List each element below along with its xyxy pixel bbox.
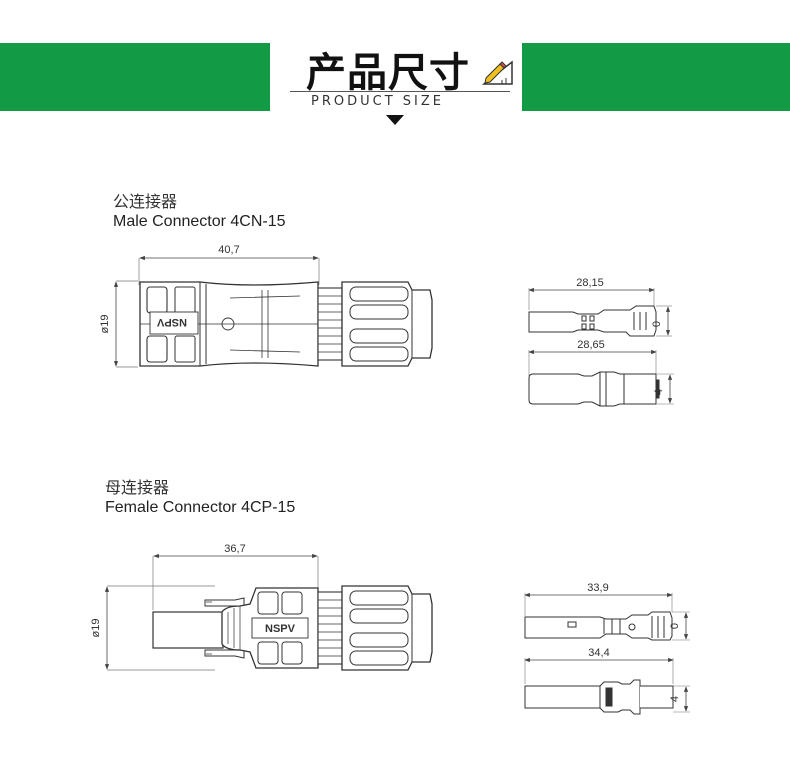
page-subtitle: PRODUCT SIZE: [311, 94, 444, 109]
female-title-zh: 母连接器: [105, 478, 170, 497]
male-title-zh: 公连接器: [113, 192, 178, 211]
female-connector-drawing: [104, 553, 433, 671]
male-pin-top-label: 28,15: [576, 277, 604, 289]
male-pin-bottom-label: 28,65: [577, 339, 605, 351]
female-brand-label: NSPV: [265, 623, 296, 635]
male-pin-drawings: [528, 287, 674, 407]
title-divider: [290, 91, 510, 92]
female-pin-bottom-label: 34,4: [588, 647, 609, 659]
page-title: 产品尺寸: [306, 50, 470, 96]
pencil-ruler-icon: [482, 60, 513, 85]
header-band-left: [0, 43, 270, 111]
male-brand-label: NSPV: [156, 316, 187, 328]
male-pin-top-side: 0: [651, 321, 663, 327]
female-title-en: Female Connector 4CP-15: [105, 499, 296, 516]
female-pin-top-side: 0: [669, 623, 681, 629]
female-pin-top-label: 33,9: [587, 582, 608, 594]
male-pin-bottom-side: 4: [653, 389, 665, 395]
male-length-label: 40,7: [218, 244, 239, 256]
female-diameter-label: ø19: [90, 619, 102, 638]
male-title-en: Male Connector 4CN-15: [113, 213, 286, 230]
female-pin-bottom-side: 4: [669, 696, 681, 702]
female-pin-drawings: [524, 592, 690, 715]
down-arrow-icon: [386, 115, 404, 125]
header-band-right: [522, 43, 790, 111]
female-length-label: 36,7: [224, 543, 245, 555]
male-connector-drawing: [113, 255, 433, 368]
male-diameter-label: ø19: [99, 315, 111, 334]
